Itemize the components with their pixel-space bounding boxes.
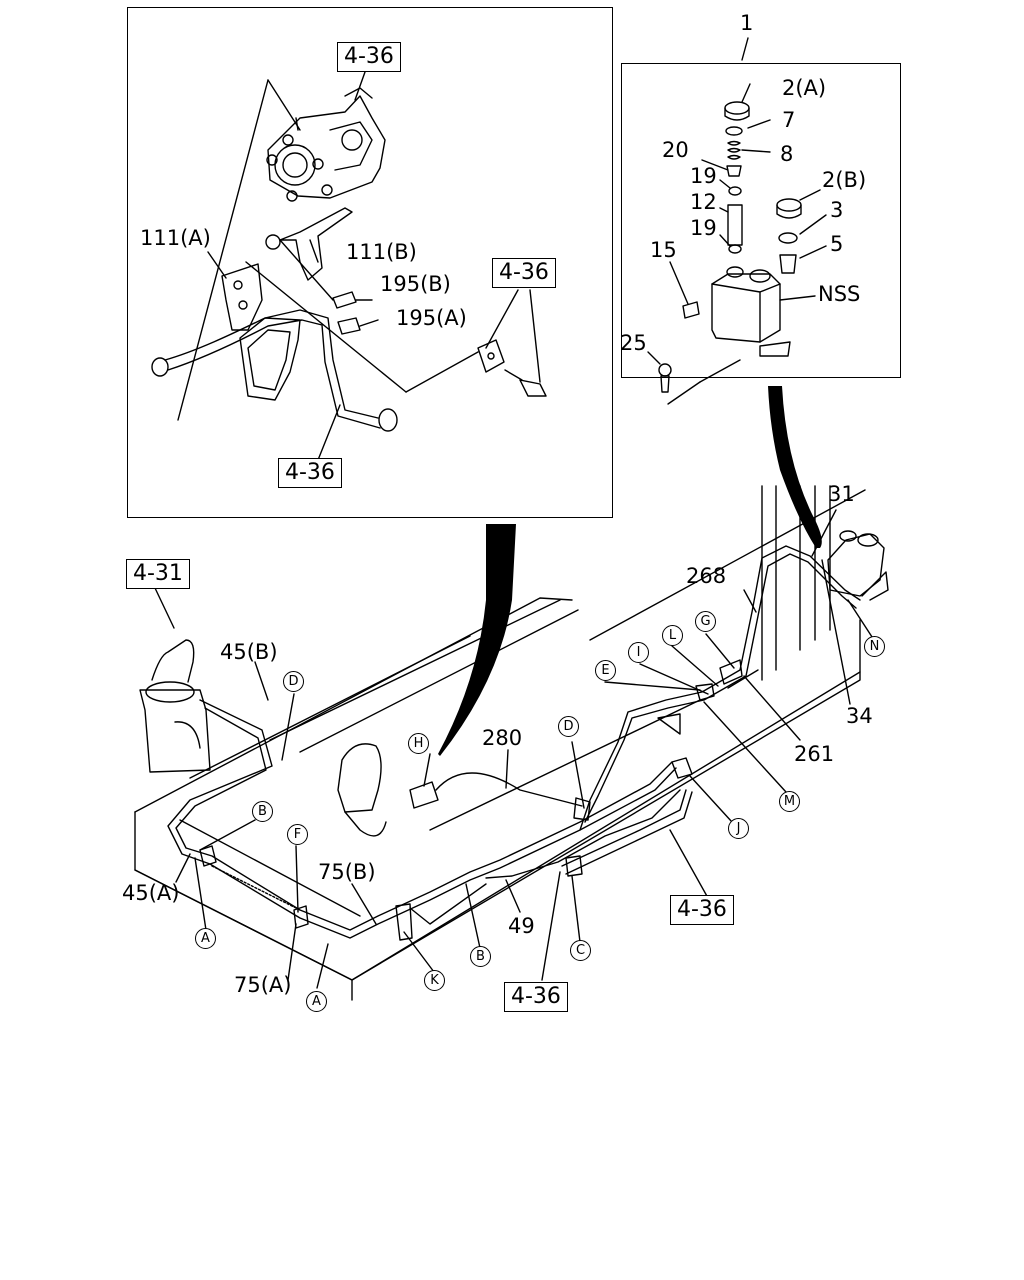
callout-2a: 2(A) [782, 76, 827, 100]
marker-c: C [570, 940, 591, 961]
callout-280: 280 [482, 726, 523, 750]
callout-49: 49 [508, 914, 535, 938]
bolt-inset [504, 369, 547, 397]
callout-15: 15 [650, 238, 677, 262]
transfer-arrow-left [438, 524, 516, 756]
callout-19-upper: 19 [690, 164, 717, 188]
callout-2b: 2(B) [822, 168, 867, 192]
reference-box-right: 4-36 [670, 895, 734, 925]
marker-f: F [287, 824, 308, 845]
inset-frame-compressor [127, 7, 613, 518]
callout-75a: 75(A) [234, 973, 292, 997]
callout-45a: 45(A) [122, 881, 180, 905]
callout-5: 5 [830, 232, 844, 256]
reservoir-mounted [827, 530, 889, 601]
marker-k: K [424, 970, 445, 991]
callout-268: 268 [686, 564, 727, 588]
marker-h: H [408, 733, 429, 754]
marker-n: N [864, 636, 885, 657]
callout-111a: 111(A) [140, 226, 211, 250]
marker-g: G [695, 611, 716, 632]
bracket-clamps [199, 659, 743, 941]
marker-i: I [628, 642, 649, 663]
hose-assembly-inset [151, 309, 398, 432]
callout-19-lower: 19 [690, 216, 717, 240]
marker-b-left: B [252, 801, 273, 822]
reference-box-hose: 4-36 [278, 458, 342, 488]
reference-box-air-cleaner: 4-31 [126, 559, 190, 589]
marker-j: J [728, 818, 749, 839]
marker-e: E [595, 660, 616, 681]
marker-b-center: B [470, 946, 491, 967]
pipe-run-main [167, 545, 861, 939]
marker-d-left: D [283, 671, 304, 692]
callout-1: 1 [740, 11, 754, 35]
callout-195a: 195(A) [396, 306, 467, 330]
callout-3: 3 [830, 198, 844, 222]
marker-a-right: A [306, 991, 327, 1012]
bolt-195b [332, 291, 373, 309]
bolt-195a [337, 317, 379, 335]
callout-111b: 111(B) [346, 240, 417, 264]
air-cleaner-left [139, 587, 211, 773]
vehicle-frame [134, 485, 866, 1001]
transfer-arrow-right [768, 386, 822, 548]
bracket-111b [265, 207, 353, 281]
callout-12: 12 [690, 190, 717, 214]
callout-25: 25 [620, 331, 647, 355]
reference-box-top: 4-36 [337, 42, 401, 72]
callout-34: 34 [846, 704, 873, 728]
callout-nss: NSS [818, 282, 861, 306]
reference-box-bottom: 4-36 [504, 982, 568, 1012]
callout-261: 261 [794, 742, 835, 766]
hose-lower-right [561, 757, 693, 875]
callout-20: 20 [662, 138, 689, 162]
marker-l: L [662, 625, 683, 646]
callout-7: 7 [782, 108, 796, 132]
clamp-inset [477, 339, 505, 373]
marker-a-left: A [195, 928, 216, 949]
callout-195b: 195(B) [380, 272, 451, 296]
callout-8: 8 [780, 142, 794, 166]
callout-31: 31 [828, 482, 855, 506]
compressor-illustration [266, 87, 386, 202]
reservoir-illustration [658, 101, 802, 393]
bracket-111a [221, 263, 263, 331]
marker-d-center: D [558, 716, 579, 737]
callout-45b: 45(B) [220, 640, 278, 664]
marker-m: M [779, 791, 800, 812]
inset-frame-reservoir [621, 63, 901, 378]
reference-box-clamp: 4-36 [492, 258, 556, 288]
tank-center [337, 743, 387, 837]
callout-75b: 75(B) [318, 860, 376, 884]
